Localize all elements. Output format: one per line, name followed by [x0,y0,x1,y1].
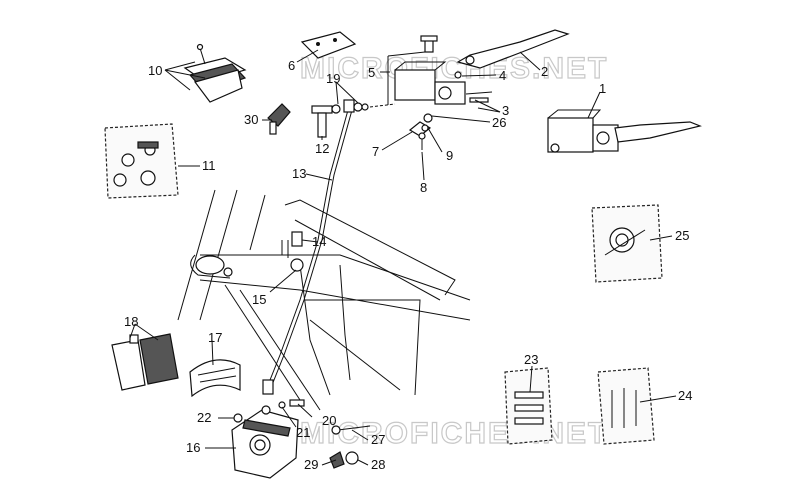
callout-14: 14 [312,234,326,249]
callout-6: 6 [288,58,295,73]
brake-hose [262,99,355,395]
brake-caliper-part-16 [231,399,371,479]
callout-12: 12 [315,141,329,156]
callout-26: 26 [492,115,506,130]
callout-27: 27 [371,432,385,447]
hose-clips-part-14-15 [281,231,304,272]
watermark-bottom: MICROFICHES.NET [300,417,608,450]
callout-23: 23 [524,352,538,367]
callout-2: 2 [541,64,548,79]
watermark-top: MICROFICHES.NET [300,52,608,85]
callout-7: 7 [372,144,379,159]
callout-19: 19 [326,71,340,86]
callout-8: 8 [420,180,427,195]
callout-21: 21 [296,425,310,440]
brake-pads-part-18 [111,333,179,391]
callout-4: 4 [499,68,506,83]
callout-15: 15 [252,292,266,307]
callout-30: 30 [244,112,258,127]
master-cylinder-part-5 [394,35,493,105]
callout-13: 13 [292,166,306,181]
callout-20: 20 [322,413,336,428]
callout-5: 5 [368,65,375,80]
kit-bag-part-25 [591,204,663,283]
kit-bag-part-24 [597,367,655,445]
pad-shim-part-17 [189,359,241,398]
master-cylinder-assembly-part-1 [547,109,702,153]
leader-lines [129,49,677,466]
callout-labels: 1 2 3 4 5 6 7 8 9 10 11 12 13 14 15 16 1… [124,58,692,472]
callout-9: 9 [446,148,453,163]
callout-25: 25 [675,228,689,243]
kit-bag-part-23 [504,367,553,445]
callout-28: 28 [371,457,385,472]
callout-1: 1 [599,81,606,96]
callout-10: 10 [148,63,162,78]
brake-lever-part-2 [456,29,570,69]
frame-drawing [177,189,471,411]
callout-22: 22 [197,410,211,425]
reservoir-cover-part-10 [183,43,247,103]
callout-29: 29 [304,457,318,472]
callout-16: 16 [186,440,200,455]
callout-24: 24 [678,388,692,403]
callout-17: 17 [208,330,222,345]
callout-18: 18 [124,314,138,329]
seal-kit-bag-part-11 [104,123,179,199]
callout-11: 11 [202,158,216,173]
callout-3: 3 [502,103,509,118]
